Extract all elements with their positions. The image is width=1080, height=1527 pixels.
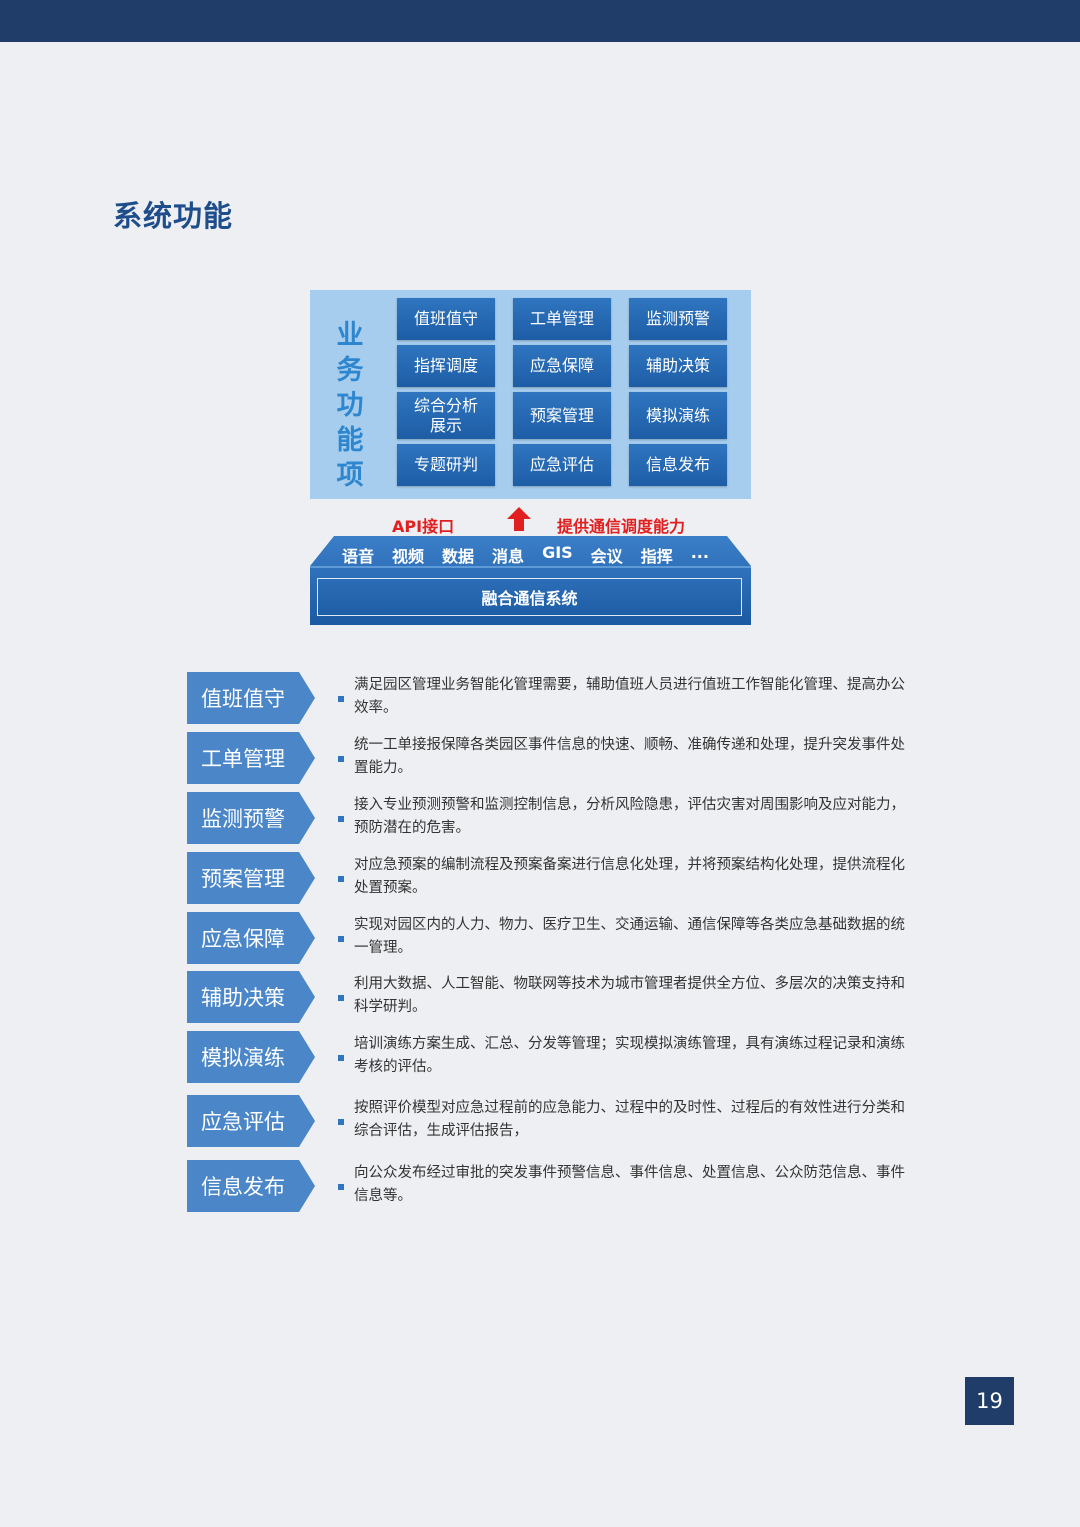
function-description: 按照评价模型对应急过程前的应急能力、过程中的及时性、过程后的有效性进行分类和综合… [354, 1100, 905, 1139]
tag-arrow-shape [187, 1160, 315, 1212]
vertical-label-char: 业 [336, 320, 364, 351]
base-system-box: 融合通信系统 [317, 578, 742, 616]
function-description: 利用大数据、人工智能、物联网等技术为城市管理者提供全方位、多层次的决策支持和科学… [354, 976, 905, 1015]
function-description: 实现对园区内的人力、物力、医疗卫生、交通运输、通信保障等各类应急基础数据的统一管… [354, 917, 905, 956]
business-tile: 模拟演练 [629, 392, 727, 439]
function-tag-label: 模拟演练 [201, 1046, 285, 1070]
business-tile: 应急保障 [513, 345, 611, 387]
function-tag: 值班值守 [187, 672, 315, 724]
function-tag: 监测预警 [187, 792, 315, 844]
top-banner [0, 0, 1080, 42]
bullet-icon [338, 876, 344, 882]
bullet-icon [338, 696, 344, 702]
business-tile: 专题研判 [397, 444, 495, 486]
tag-arrow-shape [187, 1095, 315, 1147]
page-number: 19 [965, 1377, 1014, 1425]
business-tile: 工单管理 [513, 298, 611, 340]
vertical-label-char: 能 [336, 425, 364, 456]
function-tag: 应急评估 [187, 1095, 315, 1147]
bullet-icon [338, 1055, 344, 1061]
channel-item: GIS [542, 543, 573, 562]
channel-item: 消息 [492, 547, 525, 566]
business-function-panel: 业 务 功 能 项 值班值守 工单管理 监测预警 指挥调度 应急保障 辅助决策 … [310, 290, 751, 499]
vertical-label-char: 功 [336, 390, 364, 421]
function-tag: 信息发布 [187, 1160, 315, 1212]
business-tile-label: 综合分析 展示 [413, 395, 478, 435]
function-tag: 辅助决策 [187, 971, 315, 1023]
business-tile: 指挥调度 [397, 345, 495, 387]
function-description: 对应急预案的编制流程及预案备案进行信息化处理，并将预案结构化处理，提供流程化处置… [354, 857, 905, 896]
tag-arrow-shape [187, 852, 315, 904]
tag-arrow-shape [187, 672, 315, 724]
function-tag-label: 应急评估 [201, 1110, 285, 1134]
function-description: 满足园区管理业务智能化管理需要，辅助值班人员进行值班工作智能化管理、提高办公效率… [354, 677, 905, 716]
function-tag-label: 工单管理 [201, 747, 285, 771]
function-tag: 预案管理 [187, 852, 315, 904]
channel-band [310, 536, 751, 625]
bullet-icon [338, 756, 344, 762]
function-tag-label: 预案管理 [201, 867, 285, 891]
tag-arrow-shape [187, 971, 315, 1023]
section-title: 系统功能 [113, 199, 234, 233]
channel-list: 语音 视频 数据 消息 GIS 会议 指挥 ... [342, 543, 742, 567]
channel-item: 视频 [392, 547, 425, 566]
business-tile: 值班值守 [397, 298, 495, 340]
tag-arrow-shape [187, 1031, 315, 1083]
channel-item: 指挥 [640, 547, 673, 566]
up-arrow-icon [507, 507, 531, 531]
function-tag-label: 应急保障 [201, 927, 285, 951]
business-tile: 监测预警 [629, 298, 727, 340]
channel-item: 会议 [590, 547, 623, 566]
business-tile: 信息发布 [629, 444, 727, 486]
business-tile: 预案管理 [513, 392, 611, 439]
channel-item: 语音 [342, 547, 375, 566]
function-tag: 应急保障 [187, 912, 315, 964]
business-tile: 应急评估 [513, 444, 611, 486]
bullet-icon [338, 995, 344, 1001]
api-label: API接口 [392, 517, 455, 536]
vertical-label-char: 项 [336, 460, 364, 491]
business-tile: 综合分析 展示 [397, 392, 495, 439]
function-description: 统一工单接报保障各类园区事件信息的快速、顺畅、准确传递和处理，提升突发事件处置能… [354, 737, 905, 776]
business-function-grid: 值班值守 工单管理 监测预警 指挥调度 应急保障 辅助决策 综合分析 展示 预案… [397, 298, 727, 486]
function-tag-label: 值班值守 [201, 687, 285, 711]
bullet-icon [338, 1119, 344, 1125]
bullet-icon [338, 936, 344, 942]
function-tag-label: 监测预警 [201, 807, 285, 831]
tag-arrow-shape [187, 912, 315, 964]
bullet-icon [338, 1184, 344, 1190]
bullet-icon [338, 816, 344, 822]
architecture-diagram: 业 务 功 能 项 值班值守 工单管理 监测预警 指挥调度 应急保障 辅助决策 … [310, 290, 751, 625]
tag-arrow-shape [187, 792, 315, 844]
channel-item: 数据 [442, 547, 475, 566]
function-tag: 模拟演练 [187, 1031, 315, 1083]
function-tag-label: 信息发布 [201, 1175, 285, 1199]
tag-arrow-shape [187, 732, 315, 784]
business-tile: 辅助决策 [629, 345, 727, 387]
capability-label: 提供通信调度能力 [557, 517, 686, 536]
function-description: 向公众发布经过审批的突发事件预警信息、事件信息、处置信息、公众防范信息、事件信息… [354, 1165, 905, 1204]
vertical-label-char: 务 [336, 355, 364, 386]
business-function-vertical-label: 业 务 功 能 项 [330, 318, 370, 493]
channel-band-shape [310, 536, 751, 625]
function-tag: 工单管理 [187, 732, 315, 784]
function-description: 培训演练方案生成、汇总、分发等管理；实现模拟演练管理，具有演练过程记录和演练考核… [354, 1036, 905, 1075]
channel-item: ... [690, 543, 709, 562]
function-description: 接入专业预测预警和监测控制信息，分析风险隐患，评估灾害对周围影响及应对能力，预防… [354, 797, 905, 836]
function-tag-label: 辅助决策 [201, 986, 285, 1010]
